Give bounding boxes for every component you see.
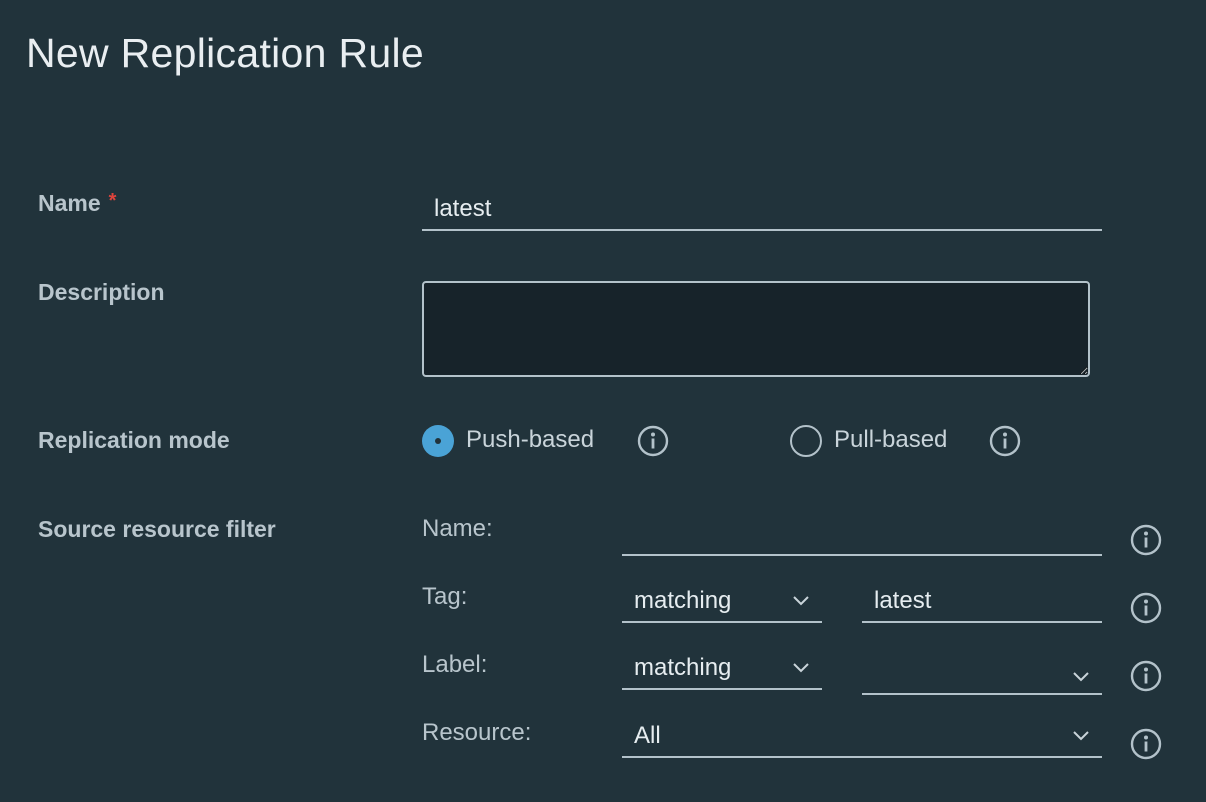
- resource-value: All: [634, 722, 661, 749]
- chevron-down-icon: [1073, 731, 1089, 741]
- label-value-select[interactable]: [862, 655, 1102, 695]
- pull-based-info-icon[interactable]: [989, 425, 1021, 457]
- filter-tag-label: Tag:: [422, 583, 468, 610]
- pull-based-label[interactable]: Pull-based: [834, 426, 948, 453]
- filter-label-label: Label:: [422, 651, 488, 678]
- name-label-text: Name: [38, 190, 101, 216]
- push-based-label[interactable]: Push-based: [466, 426, 595, 453]
- page-title: New Replication Rule: [26, 30, 424, 76]
- filter-tag-info-icon[interactable]: [1130, 592, 1162, 624]
- filter-name-info-icon[interactable]: [1130, 524, 1162, 556]
- push-based-radio[interactable]: [422, 425, 454, 457]
- description-label: Description: [38, 279, 165, 305]
- label-match-value: matching: [634, 654, 732, 681]
- replication-mode-label: Replication mode: [38, 427, 230, 453]
- name-input[interactable]: [422, 188, 1102, 231]
- chevron-down-icon: [793, 663, 809, 673]
- push-based-info-icon[interactable]: [637, 425, 669, 457]
- required-mark: *: [108, 190, 117, 212]
- filter-name-input[interactable]: [622, 514, 1102, 556]
- source-filter-label: Source resource filter: [38, 516, 276, 542]
- filter-resource-info-icon[interactable]: [1130, 728, 1162, 760]
- tag-match-value: matching: [634, 587, 732, 614]
- chevron-down-icon: [793, 596, 809, 606]
- tag-match-select[interactable]: matching: [622, 583, 822, 623]
- filter-label-info-icon[interactable]: [1130, 660, 1162, 692]
- chevron-down-icon: [1073, 672, 1089, 682]
- filter-name-label: Name:: [422, 515, 493, 542]
- filter-resource-label: Resource:: [422, 719, 532, 746]
- resource-select[interactable]: All: [622, 718, 1102, 758]
- pull-based-radio[interactable]: [790, 425, 822, 457]
- tag-value-input[interactable]: [862, 581, 1102, 623]
- name-label: Name *: [38, 190, 116, 217]
- description-textarea[interactable]: [422, 281, 1090, 377]
- label-match-select[interactable]: matching: [622, 650, 822, 690]
